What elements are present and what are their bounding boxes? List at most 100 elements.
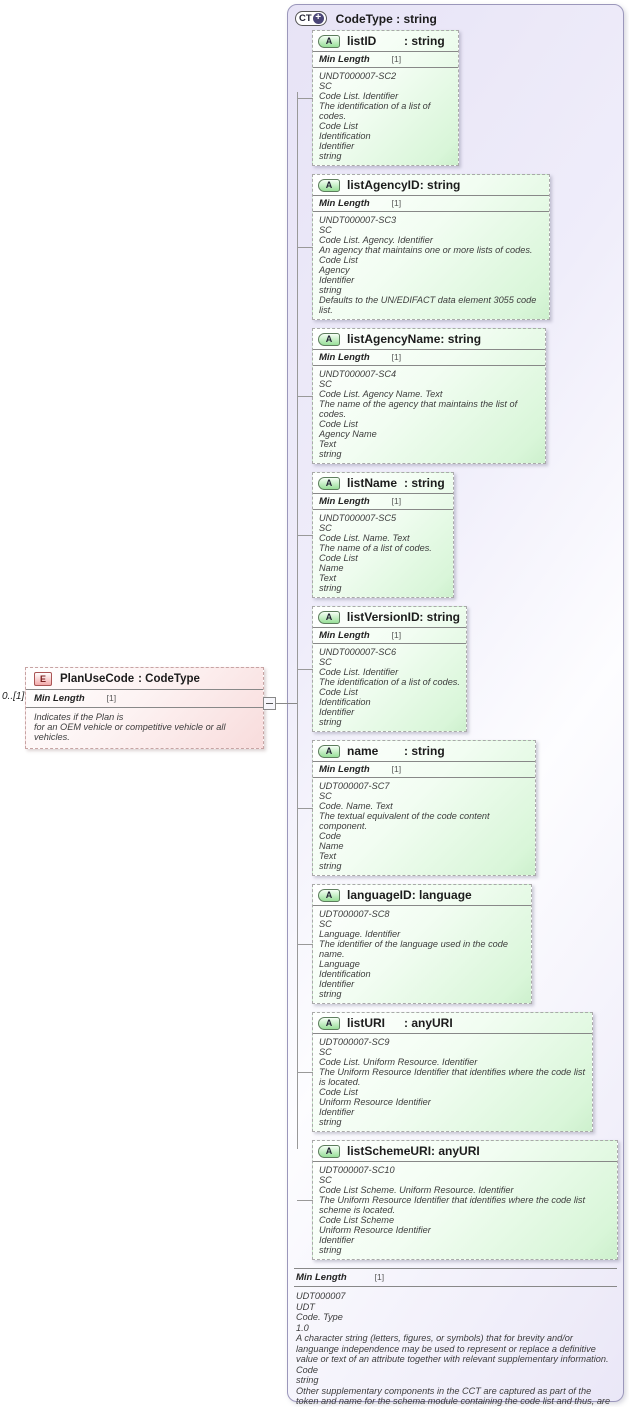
facet-row: Min Length [1] <box>313 350 545 366</box>
attribute-name: name <box>347 744 379 758</box>
complextype-footer: Min Length [1] UDT000007 UDT Code. Type … <box>294 1268 617 1407</box>
facet-label: Min Length <box>319 496 370 507</box>
facet-row: Min Length [1] <box>313 494 453 510</box>
attribute-header: A languageID : language <box>313 885 531 906</box>
attribute-icon: A <box>318 1016 340 1030</box>
attribute-header: A listName : string <box>313 473 453 494</box>
complextype-title: CodeType : string <box>336 12 437 26</box>
element-icon: E <box>34 672 52 686</box>
facet-value: [1] <box>391 496 402 506</box>
attribute-type: : string <box>404 34 445 48</box>
attribute-annotation: UNDT000007-SC6 SC Code List. Identifier … <box>319 647 460 727</box>
attribute-annotation: UNDT000007-SC5 SC Code List. Name. Text … <box>319 513 432 593</box>
element-annotation: Indicates if the Plan is for an OEM vehi… <box>34 712 226 742</box>
attribute-type: : string <box>404 476 445 490</box>
attribute-type: : string <box>440 332 482 346</box>
attribute-name: listVersionID <box>346 610 420 624</box>
attribute-icon: A <box>318 34 340 48</box>
attribute-header: A listAgencyName : string <box>313 329 545 350</box>
facet-row: Min Length [1] <box>313 762 535 778</box>
attribute-name: listAgencyID <box>347 178 420 192</box>
attribute-type: : anyURI <box>404 1016 453 1030</box>
attribute-header: A listID : string <box>313 31 458 52</box>
attribute-box-listSchemeURI[interactable]: A listSchemeURI : anyURI UDT000007-SC10 … <box>297 1140 618 1260</box>
complextype-badge-label: CT <box>299 13 312 24</box>
facet-value: [1] <box>391 630 402 640</box>
facet-value: [1] <box>391 352 402 362</box>
attribute-icon: A <box>318 744 340 758</box>
attribute-stack: A listID : string Min Length [1] UNDT000… <box>297 30 623 1268</box>
attribute-type: : anyURI <box>431 1144 480 1158</box>
element-name: PlanUseCode <box>60 673 135 685</box>
attribute-name: listID <box>347 34 377 48</box>
attribute-icon: A <box>318 332 340 346</box>
facet-row: Min Length [1] <box>294 1268 617 1287</box>
attribute-type: : string <box>404 744 445 758</box>
facet-value: [1] <box>391 198 402 208</box>
facet-value: [1] <box>106 693 117 703</box>
attribute-header: A listSchemeURI : anyURI <box>313 1141 617 1162</box>
element-connector-line <box>276 703 297 704</box>
facet-row: Min Length [1] <box>313 52 458 68</box>
attribute-annotation: UDT000007-SC9 SC Code List. Uniform Reso… <box>319 1037 586 1127</box>
facet-label: Min Length <box>319 764 370 775</box>
complextype-name: CodeType <box>335 11 393 26</box>
collapse-toggle[interactable] <box>263 697 276 710</box>
attribute-annotation: UDT000007-SC10 SC Code List Scheme. Unif… <box>319 1165 586 1255</box>
attribute-header: A listURI : anyURI <box>313 1013 592 1034</box>
attribute-annotation: UNDT000007-SC2 SC Code List. Identifier … <box>319 71 431 161</box>
expand-icon[interactable]: + <box>312 13 324 24</box>
attribute-icon: A <box>318 178 340 192</box>
attribute-icon: A <box>318 1144 340 1158</box>
attribute-box-listURI[interactable]: A listURI : anyURI UDT000007-SC9 SC Code… <box>297 1012 593 1132</box>
facet-row: Min Length [1] <box>26 690 263 708</box>
attribute-icon: A <box>318 888 340 902</box>
complextype-header: CT+ CodeType : string <box>288 5 623 30</box>
complextype-container-CodeType[interactable]: CT+ CodeType : string A listID : string … <box>287 4 624 1407</box>
multiplicity-label: 0..[1] <box>2 691 25 702</box>
facet-value: [1] <box>374 1272 385 1282</box>
attribute-type: : string <box>419 610 460 624</box>
facet-label: Min Length <box>319 352 370 363</box>
tree-connector-line <box>297 92 298 1149</box>
attribute-header: A listVersionID : string <box>313 607 466 628</box>
attribute-box-languageID[interactable]: A languageID : language UDT000007-SC8 SC… <box>297 884 532 1004</box>
facet-value: [1] <box>391 54 402 64</box>
attribute-icon: A <box>318 610 340 624</box>
attribute-box-listAgencyID[interactable]: A listAgencyID : string Min Length [1] U… <box>297 174 550 320</box>
attribute-annotation: UDT000007-SC8 SC Language. Identifier Th… <box>319 909 508 999</box>
facet-label: Min Length <box>319 630 370 641</box>
minus-icon <box>266 703 273 704</box>
facet-value: [1] <box>391 764 402 774</box>
facet-row: Min Length [1] <box>313 628 466 644</box>
element-header: E PlanUseCode : CodeType <box>26 668 263 690</box>
attribute-name: listSchemeURI <box>347 1144 432 1158</box>
attribute-box-name[interactable]: A name : string Min Length [1] UDT000007… <box>297 740 536 876</box>
facet-label: Min Length <box>319 198 370 209</box>
attribute-header: A listAgencyID : string <box>313 175 549 196</box>
facet-label: Min Length <box>296 1272 347 1283</box>
attribute-name: listURI <box>347 1016 386 1030</box>
complextype-annotation: UDT000007 UDT Code. Type 1.0 A character… <box>296 1291 611 1407</box>
element-type: : CodeType <box>138 673 200 685</box>
attribute-box-listAgencyName[interactable]: A listAgencyName : string Min Length [1]… <box>297 328 546 464</box>
attribute-box-listName[interactable]: A listName : string Min Length [1] UNDT0… <box>297 472 454 598</box>
attribute-box-listVersionID[interactable]: A listVersionID : string Min Length [1] … <box>297 606 467 732</box>
attribute-icon: A <box>318 476 340 490</box>
complextype-icon: CT+ <box>295 11 327 26</box>
attribute-type: : language <box>411 888 472 902</box>
attribute-type: : string <box>419 178 461 192</box>
facet-row: Min Length [1] <box>313 196 549 212</box>
attribute-name: listAgencyName <box>347 332 441 346</box>
attribute-box-listID[interactable]: A listID : string Min Length [1] UNDT000… <box>297 30 459 166</box>
facet-label: Min Length <box>319 54 370 65</box>
attribute-name: listName <box>347 476 398 490</box>
attribute-annotation: UNDT000007-SC3 SC Code List. Agency. Ide… <box>319 215 537 315</box>
attribute-header: A name : string <box>313 741 535 762</box>
attribute-annotation: UNDT000007-SC4 SC Code List. Agency Name… <box>319 369 518 459</box>
element-box-PlanUseCode[interactable]: E PlanUseCode : CodeType Min Length [1] … <box>25 667 264 749</box>
facet-label: Min Length <box>34 693 85 704</box>
attribute-name: languageID <box>347 888 412 902</box>
attribute-annotation: UDT000007-SC7 SC Code. Name. Text The te… <box>319 781 490 871</box>
